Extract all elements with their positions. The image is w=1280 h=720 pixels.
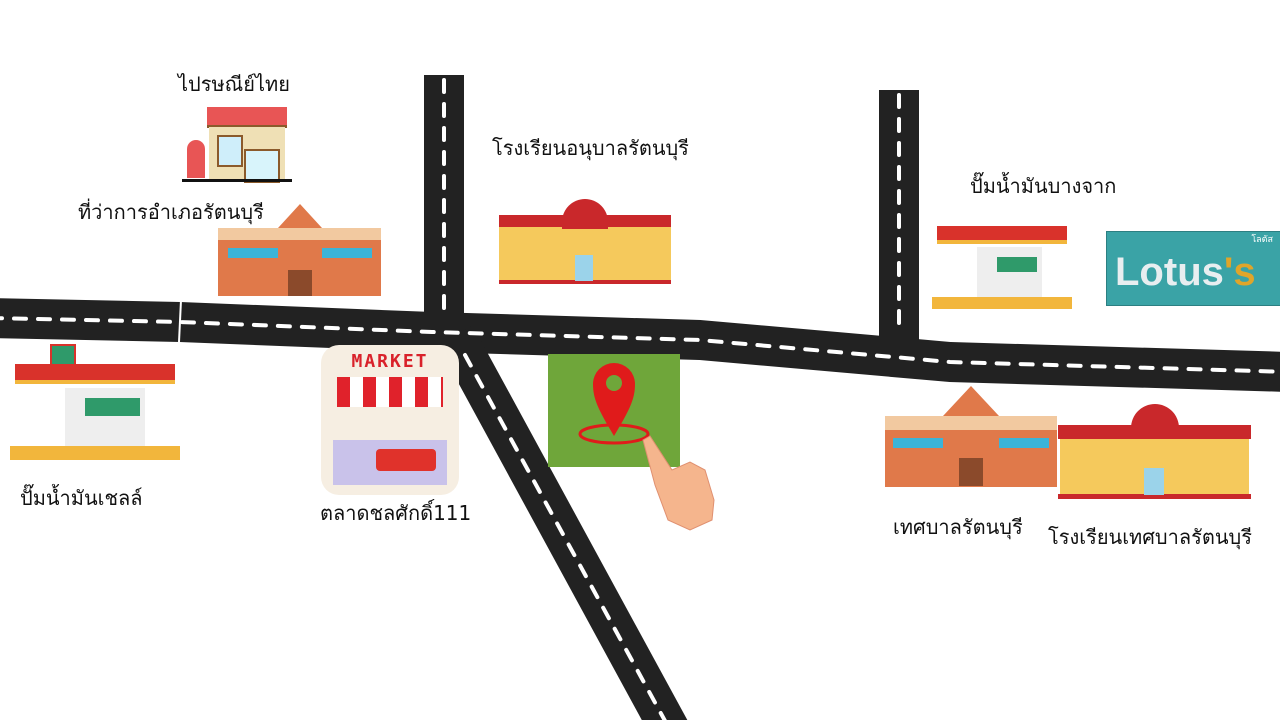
market-icon[interactable]: MARKET xyxy=(321,345,459,495)
lotus-thai-text: โลตัส xyxy=(1251,235,1273,245)
label-district-office: ที่ว่าการอำเภอรัตนบุรี xyxy=(78,200,264,224)
market-sign: MARKET xyxy=(351,351,429,372)
post-office-icon[interactable] xyxy=(182,105,292,183)
label-post-office: ไปรษณีย์ไทย xyxy=(178,72,290,96)
label-market: ตลาดชลศักดิ์111 xyxy=(320,501,472,525)
lotus-suffix: 's xyxy=(1223,250,1256,294)
location-map-tile[interactable] xyxy=(548,354,680,467)
district-office-icon[interactable] xyxy=(218,200,381,296)
lotus-brand: Lotus xyxy=(1115,250,1224,294)
school-icon[interactable] xyxy=(499,185,671,284)
location-pin-icon xyxy=(578,363,650,445)
label-municipal-school: โรงเรียนเทศบาลรัตนบุรี xyxy=(1048,525,1252,549)
municipality-icon[interactable] xyxy=(885,372,1057,487)
label-kindergarten: โรงเรียนอนุบาลรัตนบุรี xyxy=(492,136,689,160)
label-municipality: เทศบาลรัตนบุรี xyxy=(893,515,1023,539)
label-gas-bangchak: ปั๊มน้ำมันบางจาก xyxy=(970,174,1117,198)
municipal-school-icon[interactable] xyxy=(1058,392,1251,499)
lotus-store-sign[interactable]: โลตัส Lotus's xyxy=(1106,231,1280,306)
gas-station-icon[interactable] xyxy=(932,212,1072,312)
gas-station-shell-icon[interactable] xyxy=(10,344,180,464)
label-gas-shell: ปั๊มน้ำมันเชลล์ xyxy=(20,486,143,510)
